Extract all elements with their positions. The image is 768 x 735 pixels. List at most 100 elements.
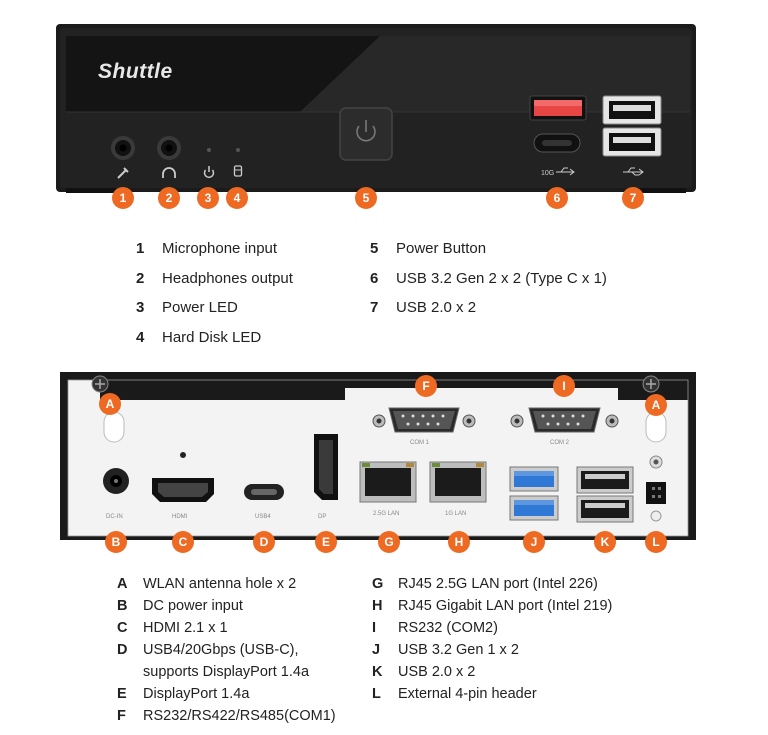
svg-text:L: L [652, 535, 659, 549]
badge-j: J [523, 531, 545, 553]
power-led-icon [203, 166, 215, 179]
badge-3: 3 [197, 187, 219, 209]
badge-h: H [448, 531, 470, 553]
svg-text:6: 6 [554, 191, 561, 205]
svg-text:A: A [106, 397, 115, 411]
com1-port [372, 407, 476, 433]
badge-c: C [172, 531, 194, 553]
usb-3-2-ports [509, 466, 559, 521]
front-usb-a-red [529, 95, 587, 121]
headphones-icon [162, 167, 176, 178]
front-usb-c-port [533, 133, 581, 153]
usb-icon [623, 167, 644, 176]
svg-text:I: I [562, 379, 565, 393]
svg-text:A: A [652, 398, 661, 412]
headphone-jack [157, 136, 181, 160]
badge-a-left: A [99, 393, 121, 415]
badge-f: F [415, 375, 437, 397]
svg-text:DC-IN: DC-IN [106, 514, 123, 520]
badge-7: 7 [622, 187, 644, 209]
hdd-led [236, 148, 240, 152]
antenna-hole-right [645, 411, 667, 443]
power-led [207, 148, 211, 152]
badge-l: L [645, 531, 667, 553]
power-button[interactable] [339, 107, 393, 161]
front-panel: 10G [56, 24, 696, 193]
svg-text:E: E [322, 535, 330, 549]
antenna-screw-left [91, 375, 109, 393]
rear-panel: DC-IN HDMI USB4 DP COM 1 [60, 372, 696, 540]
svg-text:H: H [455, 535, 464, 549]
antenna-screw-right [642, 375, 660, 393]
svg-text:3: 3 [205, 191, 212, 205]
svg-text:1: 1 [120, 191, 127, 205]
svg-text:B: B [112, 535, 121, 549]
front-usb-a-top [602, 95, 662, 125]
dc-power-jack [103, 468, 129, 494]
usb4-port [244, 484, 284, 500]
front-badges: 1 2 3 4 5 6 7 [112, 187, 644, 209]
com2-port [510, 407, 619, 433]
usb-2-0-ports [576, 466, 634, 523]
svg-text:DP: DP [318, 514, 326, 520]
displayport-port [314, 434, 338, 500]
svg-text:COM 2: COM 2 [550, 440, 570, 446]
badge-b: B [105, 531, 127, 553]
badge-2: 2 [158, 187, 180, 209]
external-4-pin-header [646, 455, 666, 522]
svg-text:4: 4 [234, 191, 241, 205]
badge-i: I [553, 375, 575, 397]
badge-e: E [315, 531, 337, 553]
svg-text:J: J [531, 535, 538, 549]
svg-text:COM 1: COM 1 [410, 440, 430, 446]
microphone-icon [117, 167, 129, 179]
badge-a-right: A [645, 394, 667, 416]
svg-text:G: G [384, 535, 393, 549]
rear-badges: A A B C D E F G H I J K L [99, 375, 667, 553]
badge-1: 1 [112, 187, 134, 209]
badge-g: G [378, 531, 400, 553]
badge-d: D [253, 531, 275, 553]
badge-5: 5 [355, 187, 377, 209]
brand-logo: Shuttle [98, 60, 173, 83]
microphone-jack [111, 136, 135, 160]
usb-c-icon [556, 167, 575, 176]
svg-text:C: C [179, 535, 188, 549]
svg-text:2: 2 [166, 191, 173, 205]
hdmi-port [152, 478, 214, 502]
badge-4: 4 [226, 187, 248, 209]
legend-item-continued: supports DisplayPort 1.4a [143, 664, 310, 680]
hard-disk-icon [233, 165, 243, 177]
front-usb-a-bottom [602, 127, 662, 157]
svg-text:5: 5 [363, 191, 370, 205]
lan-1g-port [429, 461, 487, 503]
svg-text:7: 7 [630, 191, 637, 205]
svg-text:USB4: USB4 [255, 514, 271, 520]
usb-c-speed-label: 10G [541, 170, 554, 177]
lan-2-5g-port [359, 461, 417, 503]
svg-text:HDMI: HDMI [172, 514, 188, 520]
badge-k: K [594, 531, 616, 553]
antenna-hole-left [103, 411, 125, 443]
badge-6: 6 [546, 187, 568, 209]
